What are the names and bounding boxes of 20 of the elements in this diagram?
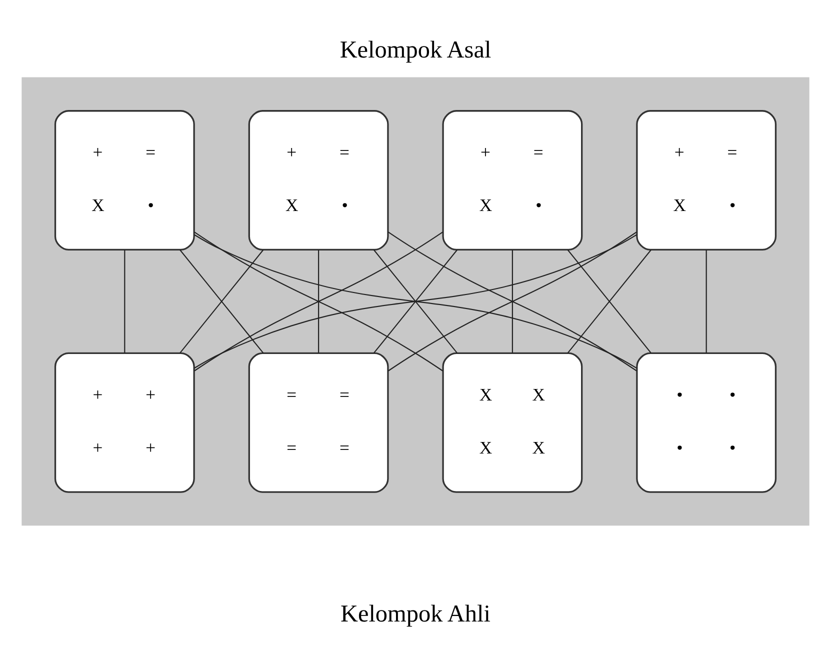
node-box: + = X • [636,110,776,250]
connector [194,232,443,372]
node-box: X X X X [442,352,582,493]
connector [194,234,636,369]
cluster [21,77,809,526]
node-box: • • • • [636,352,776,493]
connector [511,250,512,353]
node-box: + + + + [54,352,194,493]
connector [124,250,125,353]
node-box: + = X • [54,110,194,250]
diagram-title: Kelompok Asal [339,36,491,64]
connector [318,250,319,353]
connector [566,250,651,354]
node-box: + = X • [442,110,582,250]
caption: Kelompok Ahli [340,600,490,628]
node-box: + = X • [248,110,388,250]
connector [179,250,264,354]
connector [387,232,636,372]
node-box: = = = = [248,352,388,493]
connector [705,250,706,353]
